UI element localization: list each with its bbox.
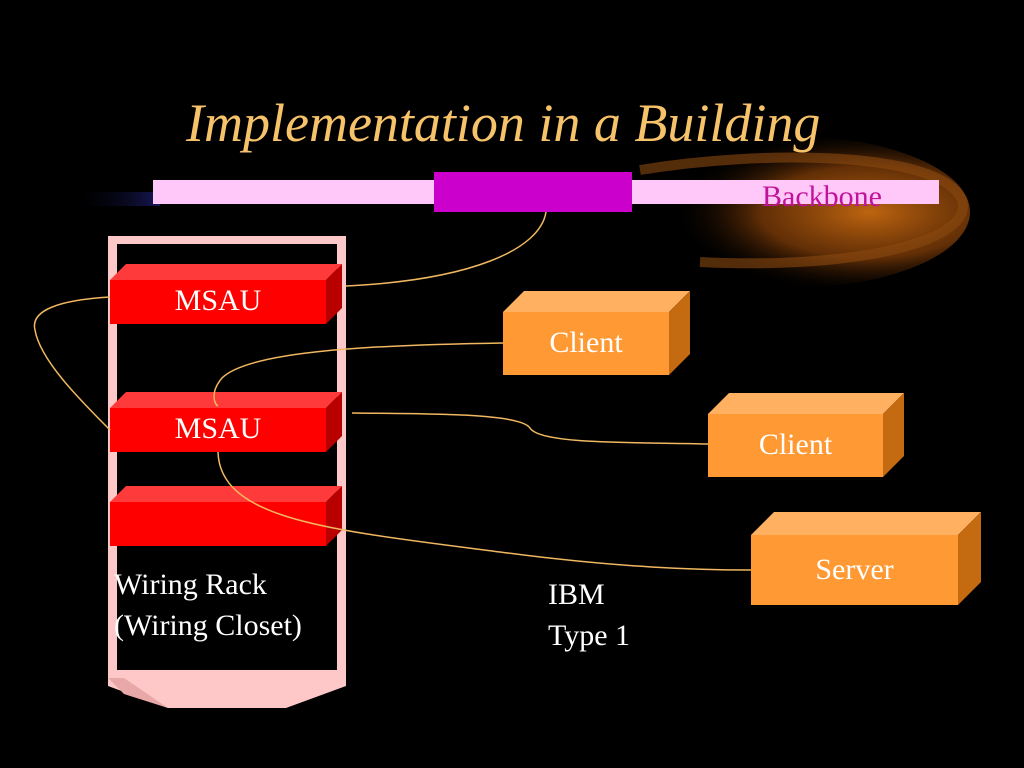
rack-unit-3 [110, 486, 342, 546]
cable-type-line1: IBM [548, 578, 605, 611]
slide-title: Implementation in a Building [186, 93, 821, 153]
client-box-2 [708, 393, 904, 477]
cable-type-caption: IBM Type 1 [548, 574, 630, 656]
client-label-2: Client [758, 428, 833, 461]
backbone-glow [610, 136, 970, 288]
client-label-1: Client [549, 326, 623, 359]
rack-unit-1 [110, 264, 342, 324]
cables [33, 211, 752, 571]
backbone-shadow [70, 192, 160, 206]
rack-caption: Wiring Rack (Wiring Closet) [114, 564, 302, 646]
rack-unit-2 [110, 392, 342, 452]
cable-type-line2: Type 1 [548, 619, 631, 652]
cable-msau1-to-msau2-loop [33, 296, 111, 431]
msau-label-1: MSAU [174, 284, 262, 317]
cable-msau-to-client1 [213, 342, 504, 407]
server-box [751, 512, 981, 605]
rack-caption-line1: Wiring Rack [114, 568, 267, 601]
server-label: Server [815, 553, 894, 586]
msau-label-2: MSAU [174, 412, 262, 445]
backbone-tap [434, 172, 632, 212]
cable-backbone-to-msau1 [345, 211, 547, 287]
backbone-label: Backbone [762, 180, 882, 213]
rack-caption-line2: (Wiring Closet) [114, 609, 302, 642]
client-box-1 [503, 291, 690, 375]
cable-msau2-to-client2 [351, 412, 709, 445]
cable-msau-to-server [217, 451, 752, 571]
